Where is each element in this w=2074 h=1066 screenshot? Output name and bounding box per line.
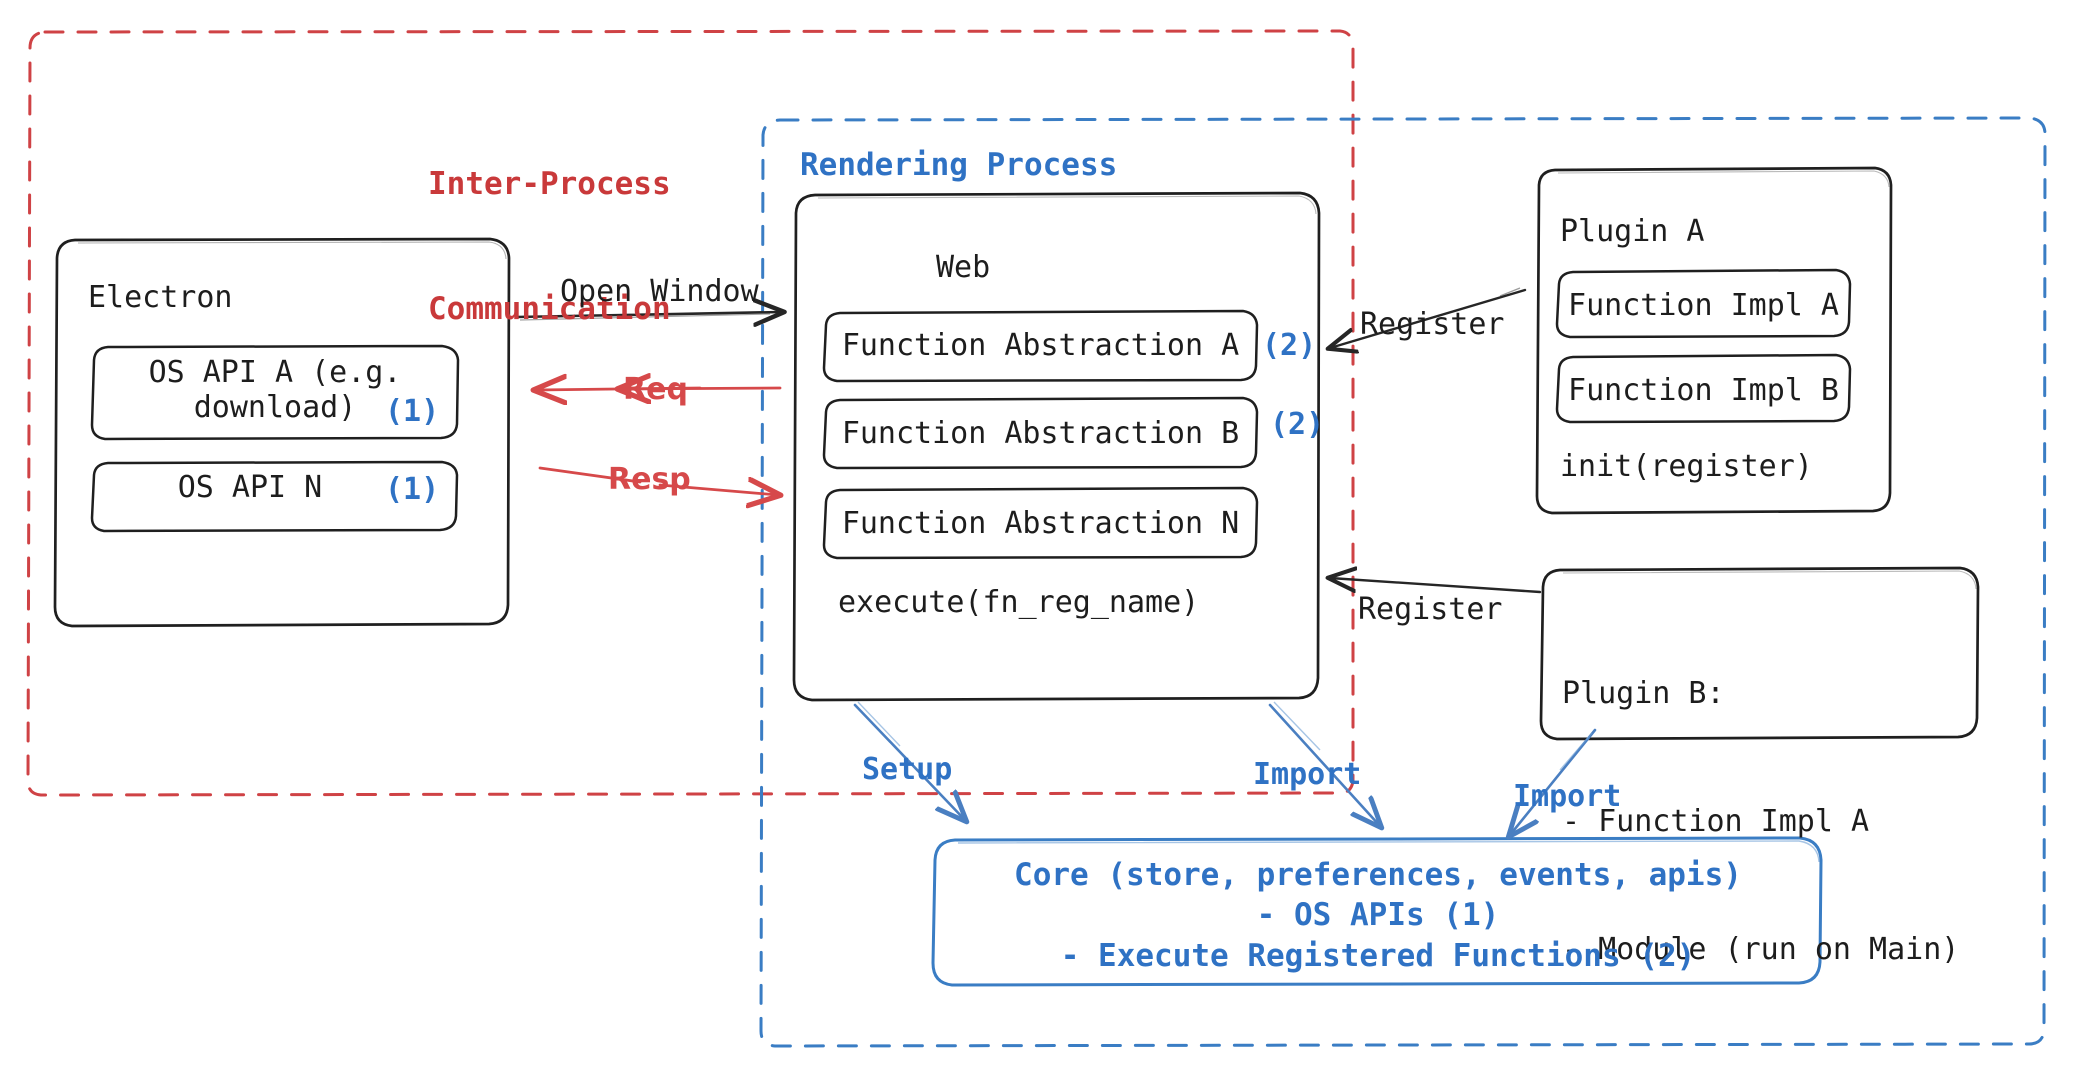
plugin-a-title: Plugin A	[1560, 214, 1705, 249]
ipc-group-label-line2: Communication	[428, 291, 671, 328]
edge-import-plugin-label: Import	[1513, 779, 1622, 814]
ipc-group-label-line1: Inter-Process	[428, 165, 671, 202]
edge-import-web-label: Import	[1253, 757, 1362, 792]
ipc-group-label: Inter-Process Communication	[428, 80, 671, 415]
edge-setup-label: Setup	[862, 752, 953, 787]
function-abstraction-b-marker: (2)	[1270, 407, 1325, 442]
os-api-a-line2: download)	[193, 390, 357, 425]
rendering-group-label: Rendering Process	[800, 147, 1118, 183]
function-impl-b-label: Function Impl B	[1568, 373, 1839, 408]
function-abstraction-a-marker: (2)	[1262, 328, 1317, 363]
os-api-a-label: OS API A (e.g. download)	[92, 355, 458, 425]
os-api-n-line1: OS API N	[177, 470, 323, 505]
function-abstraction-a-label: Function Abstraction A	[841, 328, 1240, 363]
plugin-b-content: Plugin B: - Function Impl A - Module (ru…	[1562, 588, 1959, 1057]
electron-title: Electron	[88, 280, 233, 315]
core-line-2: - OS APIs (1)	[1256, 897, 1500, 934]
edge-register-plugin-a-label: Register	[1360, 307, 1505, 342]
os-api-a-line1: OS API A (e.g.	[148, 355, 402, 390]
function-abstraction-n-label: Function Abstraction N	[841, 506, 1240, 541]
os-api-n-marker: (1)	[385, 472, 440, 507]
edge-request-label: Req	[623, 372, 688, 407]
function-abstraction-b-label: Function Abstraction B	[841, 416, 1240, 451]
edge-open-window-label: Open Window	[560, 274, 759, 309]
edge-response-label: Resp	[608, 462, 691, 497]
web-title: Web	[936, 250, 991, 285]
core-content: Core (store, preferences, events, apis) …	[935, 855, 1821, 976]
core-line-1: Core (store, preferences, events, apis)	[1014, 857, 1742, 893]
plugin-b-item-0: - Function Impl A	[1562, 803, 1870, 839]
edge-register-plugin-b-label: Register	[1358, 592, 1503, 627]
plugin-a-init-method: init(register)	[1560, 449, 1813, 484]
web-execute-method: execute(fn_reg_name)	[838, 585, 1200, 620]
function-impl-a-label: Function Impl A	[1568, 288, 1839, 323]
plugin-b-title: Plugin B:	[1562, 676, 1725, 712]
core-line-3: - Execute Registered Functions (2)	[1060, 937, 1696, 974]
os-api-a-marker: (1)	[385, 394, 440, 429]
plugin-b-item-1: - Module (run on Main)	[1562, 931, 1960, 967]
os-api-n-label: OS API N	[80, 470, 420, 505]
